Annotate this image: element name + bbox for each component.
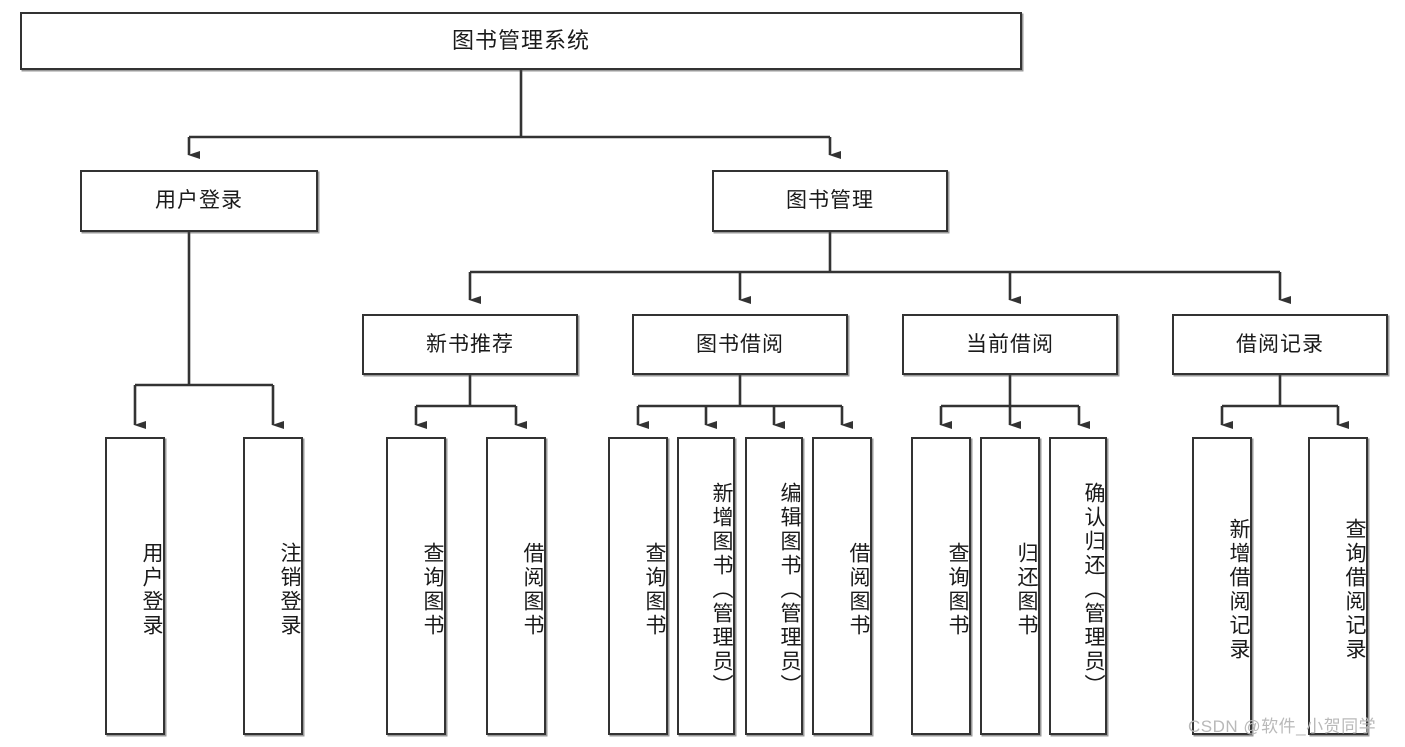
leaf-node-add-borrow-record[interactable]: 新增借阅记录 <box>1192 437 1252 735</box>
leaf-node-user-login[interactable]: 用户登录 <box>105 437 165 735</box>
edges-borrowrecord-to-leaves <box>1220 375 1349 429</box>
node-user-login[interactable]: 用户登录 <box>80 170 318 232</box>
leaf-node-logout-login[interactable]: 注销登录 <box>243 437 303 735</box>
edges-currentborrow-to-leaves <box>939 375 1090 429</box>
node-current-borrow[interactable]: 当前借阅 <box>902 314 1118 375</box>
node-borrow-record[interactable]: 借阅记录 <box>1172 314 1388 375</box>
leaf-node-query-book-current[interactable]: 查询图书 <box>911 437 971 735</box>
edges-root-to-level2 <box>187 70 841 159</box>
edges-userlogin-to-leaves <box>133 232 284 429</box>
leaf-node-query-book-borrow[interactable]: 查询图书 <box>608 437 668 735</box>
csdn-watermark: CSDN @软件_小贺同学 <box>1188 717 1377 736</box>
leaf-node-borrow-book[interactable]: 借阅图书 <box>812 437 872 735</box>
leaf-node-query-borrow-record[interactable]: 查询借阅记录 <box>1308 437 1368 735</box>
node-book-borrow[interactable]: 图书借阅 <box>632 314 848 375</box>
edges-newbook-to-leaves <box>414 375 527 429</box>
leaf-node-edit-book-admin[interactable]: 编辑图书（管理员） <box>745 437 803 735</box>
leaf-node-borrow-book-recommend[interactable]: 借阅图书 <box>486 437 546 735</box>
node-root-book-management-system[interactable]: 图书管理系统 <box>20 12 1022 70</box>
edges-bookborrow-to-leaves <box>636 375 853 429</box>
leaf-node-query-book-recommend[interactable]: 查询图书 <box>386 437 446 735</box>
leaf-node-add-book-admin[interactable]: 新增图书（管理员） <box>677 437 735 735</box>
node-new-book-recommend[interactable]: 新书推荐 <box>362 314 578 375</box>
leaf-node-return-book[interactable]: 归还图书 <box>980 437 1040 735</box>
leaf-node-confirm-return-admin[interactable]: 确认归还（管理员） <box>1049 437 1107 735</box>
edges-bookmanage-to-level3 <box>468 232 1291 304</box>
node-book-management[interactable]: 图书管理 <box>712 170 948 232</box>
